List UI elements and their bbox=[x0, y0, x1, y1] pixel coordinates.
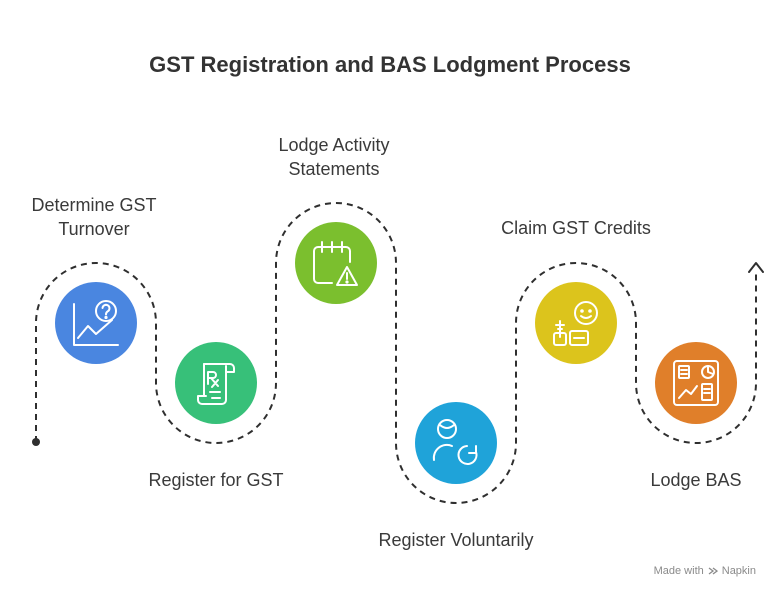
step-circle bbox=[655, 342, 737, 424]
path-end-arrow-icon bbox=[748, 262, 764, 273]
step-claim-gst-credits bbox=[535, 282, 617, 364]
dashboard-report-icon bbox=[673, 360, 719, 406]
step-label-determine-gst-turnover: Determine GST Turnover bbox=[18, 193, 170, 241]
label-line: Lodge Activity bbox=[278, 135, 390, 155]
step-circle bbox=[295, 222, 377, 304]
label-line: Register for GST bbox=[148, 470, 284, 490]
calendar-warning-icon bbox=[313, 241, 358, 286]
label-line: Claim GST Credits bbox=[501, 218, 651, 238]
step-label-register-for-gst: Register for GST bbox=[130, 468, 302, 492]
path-start-dot bbox=[32, 438, 40, 446]
step-lodge-activity-statements bbox=[295, 222, 377, 304]
step-label-lodge-bas: Lodge BAS bbox=[636, 468, 756, 492]
step-register-voluntarily bbox=[415, 402, 497, 484]
page-title: GST Registration and BAS Lodgment Proces… bbox=[149, 52, 631, 77]
label-line: Turnover bbox=[58, 219, 130, 239]
napkin-brand-text: Napkin bbox=[721, 565, 756, 577]
step-circle bbox=[55, 282, 137, 364]
step-register-for-gst bbox=[175, 342, 257, 424]
made-with-text: Made with bbox=[653, 565, 704, 577]
label-line: Determine GST bbox=[31, 195, 157, 215]
step-label-lodge-activity-statements: Lodge Activity Statements bbox=[254, 133, 414, 181]
napkin-logo-icon bbox=[708, 567, 718, 575]
step-lodge-bas bbox=[655, 342, 737, 424]
user-refresh-icon bbox=[432, 419, 478, 465]
process-path bbox=[35, 202, 757, 504]
step-circle bbox=[415, 402, 497, 484]
step-determine-gst-turnover bbox=[55, 282, 137, 364]
step-label-claim-gst-credits: Claim GST Credits bbox=[481, 216, 671, 240]
label-line: Lodge BAS bbox=[650, 470, 742, 490]
prescription-scroll-icon bbox=[197, 363, 235, 405]
step-label-register-voluntarily: Register Voluntarily bbox=[356, 528, 556, 552]
label-line: Statements bbox=[288, 159, 380, 179]
step-circle bbox=[535, 282, 617, 364]
label-line: Register Voluntarily bbox=[378, 530, 534, 550]
smile-coins-icon bbox=[553, 301, 598, 346]
made-with-napkin-footer: Made with Napkin bbox=[654, 565, 756, 577]
chart-question-icon bbox=[73, 300, 119, 346]
